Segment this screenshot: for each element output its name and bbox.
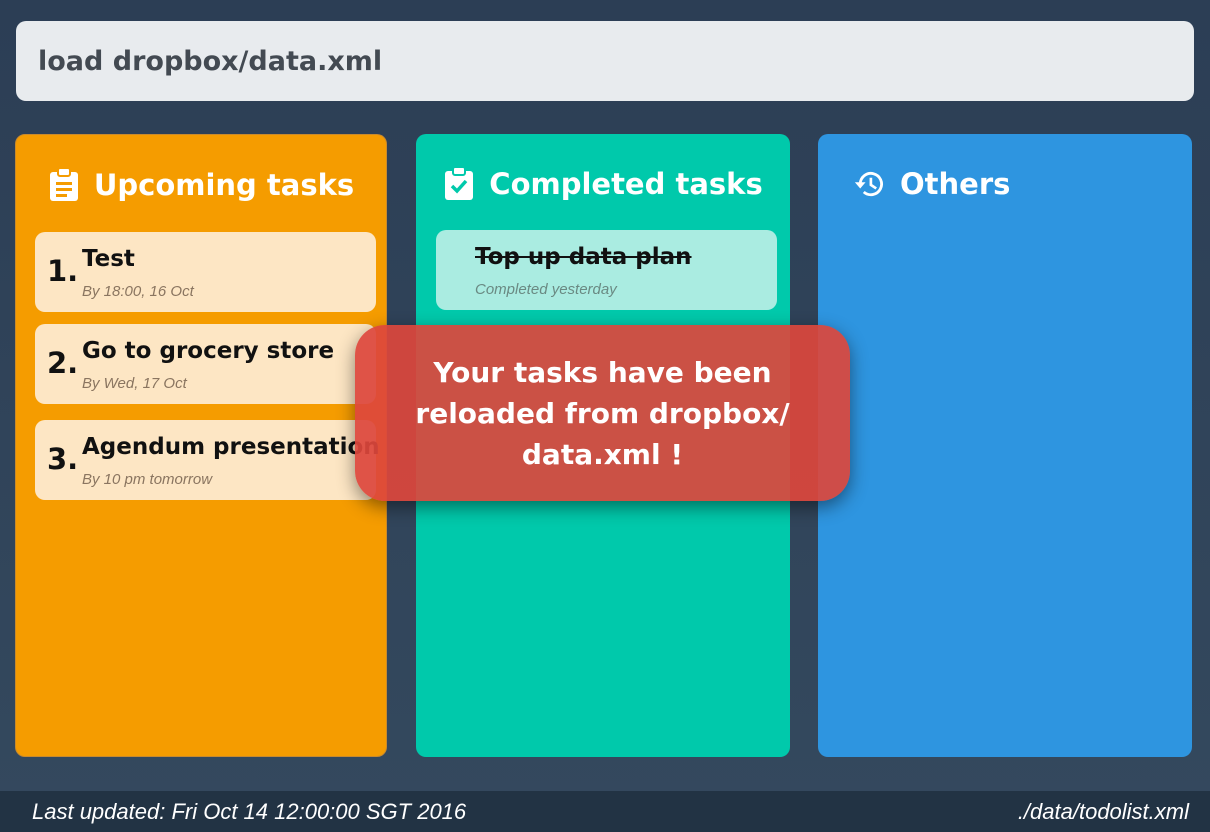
toast-message: Your tasks have been reloaded from dropb… [415,355,790,471]
task-due: By Wed, 17 Oct [82,375,187,392]
task-due: By 18:00, 16 Oct [82,283,194,300]
upcoming-tasks-title: Upcoming tasks [93,168,355,202]
task-due: By 10 pm tomorrow [82,471,213,488]
command-bar[interactable] [16,21,1194,101]
clipboard-list-icon [48,168,80,201]
task-card[interactable]: 1. Test By 18:00, 16 Oct [35,232,376,312]
history-icon [854,168,886,200]
file-path-text: ./data/todolist.xml [1017,799,1189,824]
last-updated-text: Last updated: Fri Oct 14 12:00:00 SGT 20… [32,799,467,824]
status-bar: Last updated: Fri Oct 14 12:00:00 SGT 20… [0,791,1210,832]
task-name: Go to grocery store [82,338,335,364]
completed-tasks-title: Completed tasks [489,167,763,201]
task-number: 3. [47,442,79,476]
upcoming-tasks-panel: Upcoming tasks 1. Test By 18:00, 16 Oct … [15,134,387,757]
others-header: Others [818,162,1192,206]
notification-toast: Your tasks have been reloaded from dropb… [355,325,850,501]
task-number: 2. [47,346,79,380]
clipboard-check-icon [443,167,475,200]
upcoming-tasks-header: Upcoming tasks [16,163,386,207]
completed-tasks-header: Completed tasks [416,162,790,206]
command-input[interactable] [36,44,1194,78]
task-name: Top up data plan [475,244,692,270]
others-title: Others [900,167,1011,201]
task-status: Completed yesterday [475,281,617,298]
task-card[interactable]: 2. Go to grocery store By Wed, 17 Oct [35,324,376,404]
task-name: Test [82,246,135,272]
task-name: Agendum presentation [82,434,380,460]
task-number: 1. [47,254,79,288]
task-card[interactable]: 3. Agendum presentation By 10 pm tomorro… [35,420,380,500]
completed-task-card[interactable]: Top up data plan Completed yesterday [436,230,777,310]
others-panel: Others [818,134,1192,757]
